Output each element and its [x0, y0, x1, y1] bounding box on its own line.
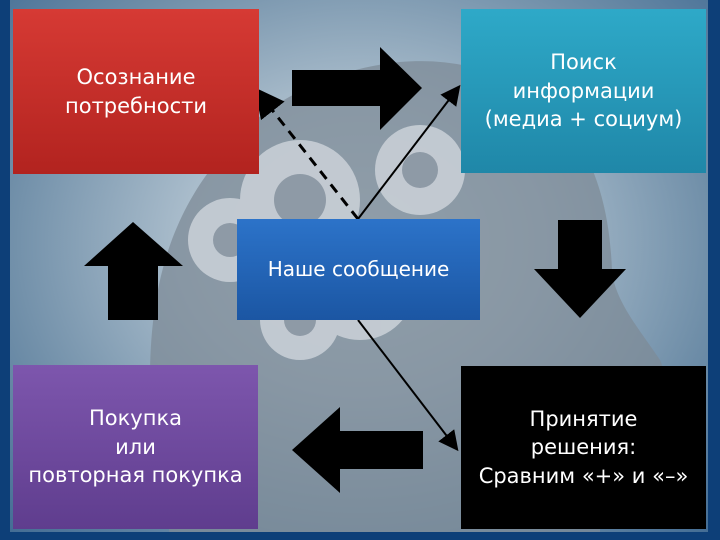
arrow-right-icon — [292, 47, 422, 130]
frame-right — [708, 0, 720, 540]
info-search-label: Поиск информации (медиа + социум) — [484, 50, 683, 132]
connector-to-info — [357, 84, 461, 220]
info-search-box: Поиск информации (медиа + социум) — [461, 9, 706, 173]
arrow-left-icon — [292, 407, 423, 493]
arrow-down-icon — [534, 220, 626, 318]
connector-to-decision — [357, 319, 459, 452]
frame-bottom — [0, 532, 720, 540]
decision-box: Принятие решения: Сравним «+» и «–» — [461, 366, 706, 529]
dashed-connector-to-need — [254, 87, 360, 220]
need-awareness-label: Осознание потребности — [64, 65, 208, 118]
frame-left — [0, 0, 10, 540]
decision-label: Принятие решения: Сравним «+» и «–» — [478, 406, 689, 488]
purchase-box: Покупка или повторная покупка — [13, 365, 258, 529]
arrow-up-icon — [84, 222, 183, 320]
need-awareness-box: Осознание потребности — [13, 9, 259, 174]
purchase-label: Покупка или повторная покупка — [28, 406, 243, 488]
our-message-box: Наше сообщение — [237, 219, 480, 320]
our-message-label: Наше сообщение — [267, 257, 450, 281]
